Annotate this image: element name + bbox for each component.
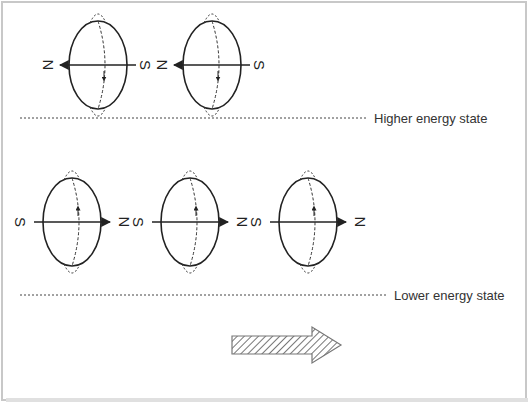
energy-level-line — [20, 118, 366, 119]
energy-label: Lower energy state — [392, 289, 507, 302]
pole-letter: N — [235, 217, 250, 228]
spin-ellipse — [270, 171, 346, 273]
pole-letter: N — [353, 217, 368, 228]
pole-letter: N — [117, 217, 132, 228]
direction-arrow — [232, 327, 341, 363]
spin-ellipse — [152, 171, 228, 273]
energy-label: Higher energy state — [372, 112, 489, 125]
frame-shadow — [6, 398, 528, 402]
spin-ellipse — [60, 14, 136, 116]
frame — [2, 2, 526, 400]
spin-ellipse — [34, 171, 110, 273]
pole-letter: S — [138, 60, 153, 70]
pole-letter: N — [41, 60, 56, 71]
energy-level-line — [20, 295, 386, 296]
pole-letter: S — [249, 217, 264, 227]
pole-letter: S — [252, 60, 267, 70]
pole-letter: S — [131, 217, 146, 227]
spin-ellipse — [174, 14, 250, 116]
spin-group — [34, 14, 346, 273]
pole-letter: N — [155, 60, 170, 71]
pole-letter: S — [13, 217, 28, 227]
